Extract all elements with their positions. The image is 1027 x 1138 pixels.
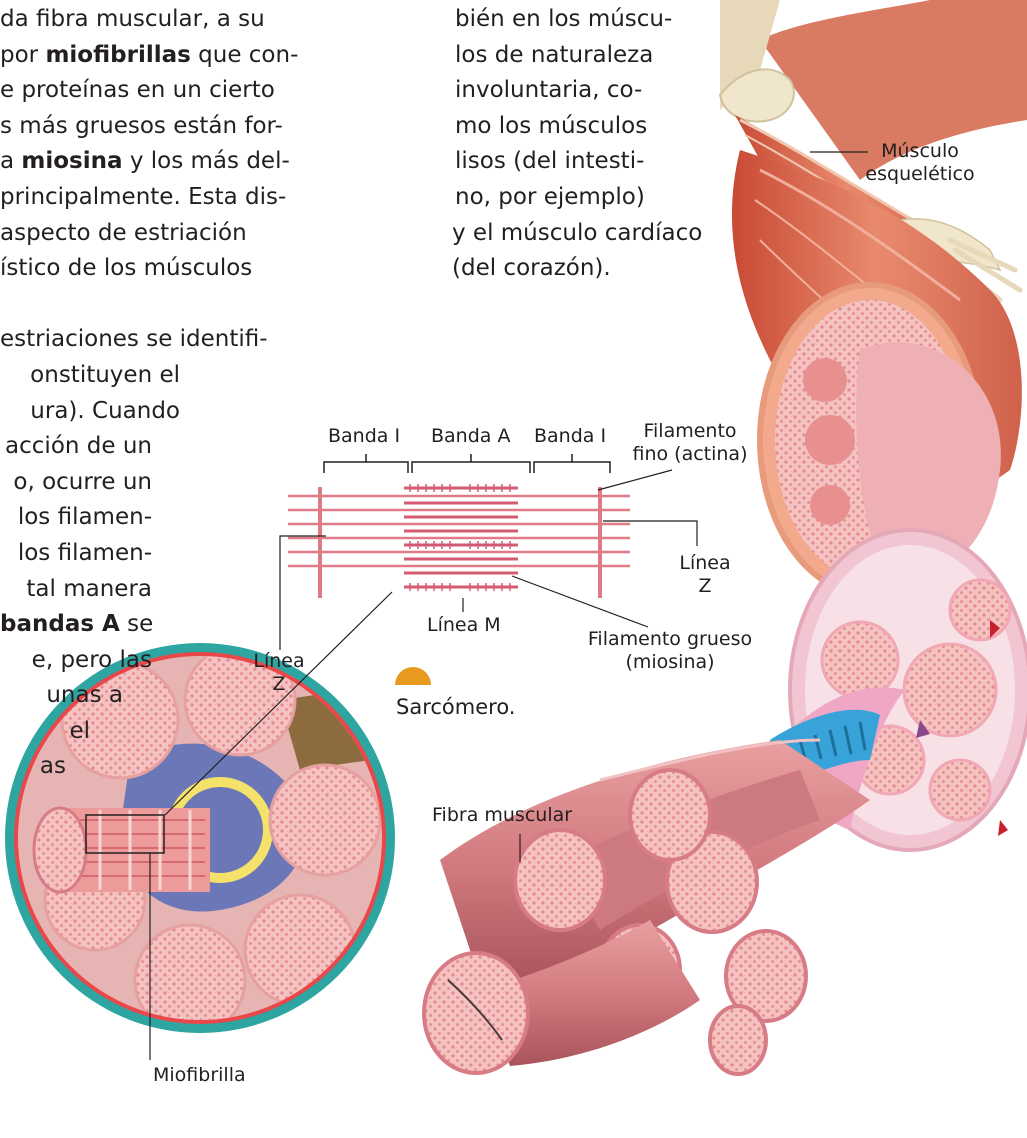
text-line: aspecto de estriación [0, 216, 326, 252]
text-line: s más gruesos están for- [0, 109, 326, 145]
text-line: involuntaria, co- [455, 73, 710, 109]
text-line: tal manera [0, 572, 152, 608]
text-line: estriaciones se identifi- [0, 322, 326, 358]
text-line: bién en los múscu- [455, 2, 730, 38]
text-line: lisos (del intesti- [455, 144, 710, 180]
text-line: o, ocurre un [0, 465, 152, 501]
text-line: no, por ejemplo) [455, 180, 715, 216]
label-band-i-left: Banda I [328, 425, 400, 448]
label-z-line-left: Línea Z [244, 650, 314, 696]
label-z-line-right: Línea Z [670, 552, 740, 598]
label-m-line: Línea M [427, 614, 501, 637]
text-line: as [0, 749, 66, 785]
label-skeletal-muscle: Músculo esquelético [850, 140, 990, 186]
text-line: e, pero las [0, 643, 152, 679]
text-line: por miofibrillas que con- [0, 38, 326, 74]
label-thin-filament: Filamento fino (actina) [620, 420, 760, 466]
text-line [0, 287, 326, 323]
text-line: mo los músculos [455, 109, 710, 145]
sarcomere-marker-icon [395, 667, 431, 685]
label-myofibril: Miofibrilla [153, 1064, 246, 1087]
fiber-bundle [424, 740, 870, 1074]
text-line: acción de un [0, 429, 152, 465]
text-line: el [0, 714, 90, 750]
text-line: los filamen- [0, 536, 152, 572]
text-line: unas a [0, 678, 123, 714]
label-band-i-right: Banda I [534, 425, 606, 448]
text-line: los de naturaleza [455, 38, 715, 74]
label-sarcomere: Sarcómero. [396, 696, 515, 719]
text-line: ístico de los músculos [0, 251, 326, 287]
text-line: principalmente. Esta dis- [0, 180, 326, 216]
text-line: bandas A se [0, 607, 152, 643]
label-muscle-fiber: Fibra muscular [432, 804, 572, 827]
label-thick-filament: Filamento grueso (miosina) [560, 628, 780, 674]
text-line: da fibra muscular, a su [0, 2, 326, 38]
text-line: ura). Cuando [0, 394, 180, 430]
text-line: e proteínas en un cierto [0, 73, 326, 109]
text-line: (del corazón). [452, 251, 772, 287]
text-line: a miosina y los más del- [0, 144, 326, 180]
label-band-a: Banda A [431, 425, 510, 448]
text-line: y el músculo cardíaco [452, 216, 772, 252]
text-line: los filamen- [0, 500, 152, 536]
text-line: onstituyen el [0, 358, 180, 394]
